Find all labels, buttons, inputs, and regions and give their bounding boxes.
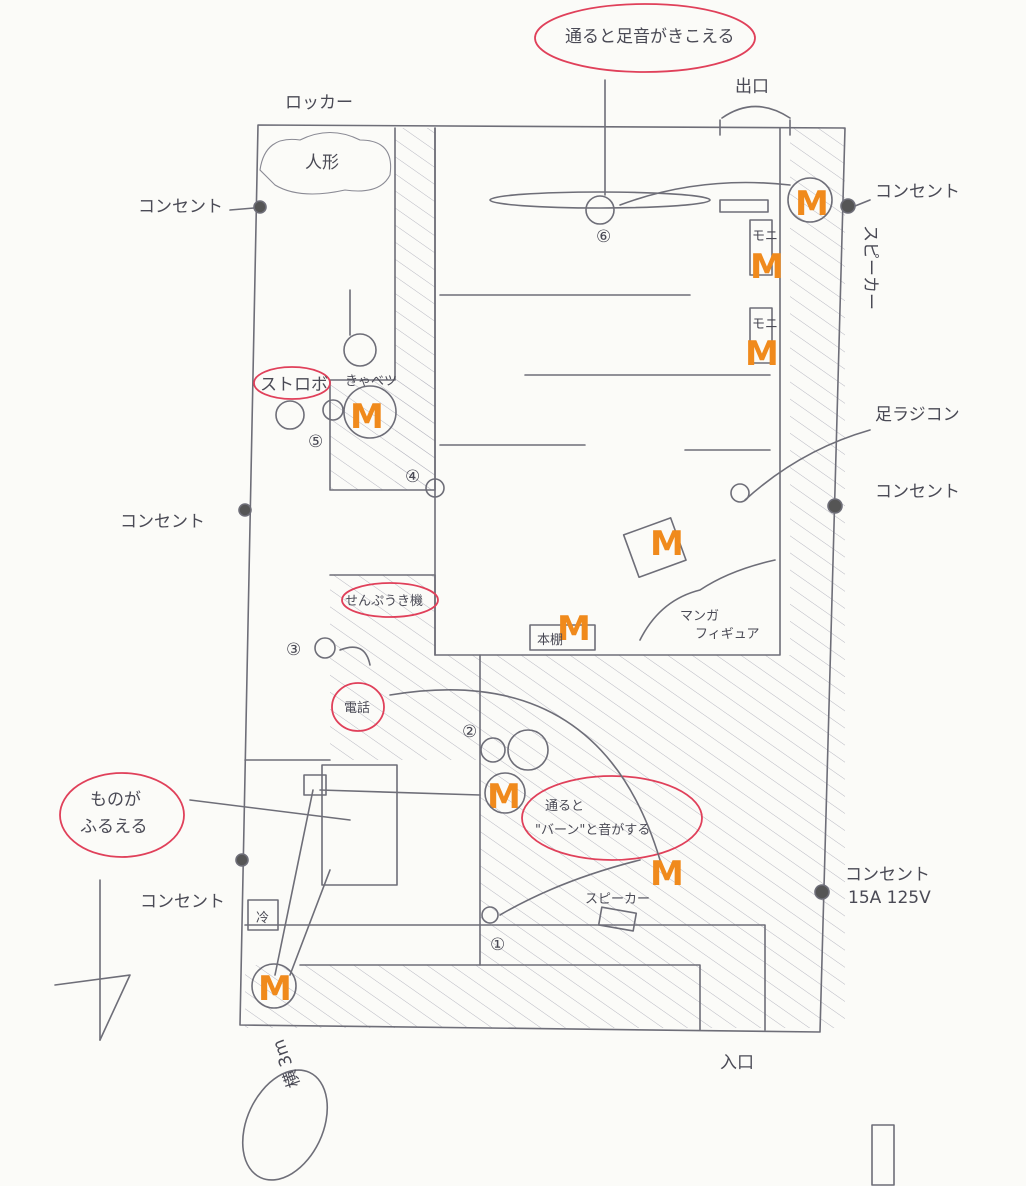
marker-m[interactable]: M — [350, 397, 384, 437]
number-label: ④ — [405, 467, 420, 487]
marker-m[interactable]: M — [750, 247, 784, 287]
number-label: ⑤ — [308, 432, 323, 452]
number-label: ① — [490, 935, 505, 955]
footstep-bubble-text: 通ると足音がきこえる — [565, 27, 735, 47]
monitor-label: モニ — [752, 229, 778, 244]
speaker-label-right: スピーカー — [860, 225, 880, 310]
outlet-label: コンセント — [875, 482, 960, 502]
exit-label: 出口 — [735, 77, 769, 97]
manga-label: マンガ — [680, 609, 719, 624]
bang-bubble — [521, 775, 703, 861]
marker-m[interactable]: M — [557, 609, 591, 649]
marker-m[interactable]: M — [650, 524, 684, 564]
fan-label: せんぷうき機 — [345, 594, 423, 609]
entrance-label: 入口 — [720, 1053, 754, 1073]
outer-wall — [239, 124, 846, 1033]
number-label: ② — [462, 722, 477, 742]
number-label: ⑥ — [596, 227, 611, 247]
outlet-rating: 15A 125V — [848, 888, 931, 908]
speaker-label-bottom: スピーカー — [585, 892, 650, 907]
marker-m[interactable]: M — [487, 777, 521, 817]
ceiling-fan — [489, 181, 791, 225]
shake-bubble-text: ものが — [90, 790, 141, 810]
cabbage-label: きゃべツ — [345, 374, 397, 389]
foot-switch-label: 足ラジコン — [875, 405, 960, 425]
shake-bubble — [59, 772, 185, 858]
scale-label: 横 3m — [269, 1037, 305, 1091]
marker-m[interactable]: M — [745, 334, 779, 374]
fridge-label: 冷 — [256, 911, 269, 926]
bang-bubble-text: "バーン"と音がする — [535, 822, 650, 838]
footstep-bubble — [534, 3, 756, 73]
figure-label: フィギュア — [695, 627, 759, 642]
marker-m[interactable]: M — [650, 854, 684, 894]
outlet-label: コンセント — [875, 182, 960, 202]
locker-label: ロッカー — [285, 93, 353, 113]
number-label: ③ — [286, 640, 301, 660]
interior-walls — [244, 105, 791, 1031]
shake-bubble-text: ふるえる — [80, 817, 148, 837]
outlet-label: コンセント — [120, 512, 205, 532]
outlet-label: コンセント — [138, 197, 223, 217]
doll-label: 人形 — [305, 153, 339, 173]
effect-markers: M M M M M M M M M — [258, 184, 829, 1009]
strobe-label: ストロボ — [260, 375, 328, 395]
monitor-label: モニ — [752, 317, 778, 332]
bang-bubble-text: 通ると — [545, 799, 584, 814]
phone-label: 電話 — [344, 700, 370, 716]
outlet-label: コンセント — [845, 865, 930, 885]
outlet-label: コンセント — [140, 892, 225, 912]
hatched-walls — [245, 128, 845, 1028]
marker-m[interactable]: M — [258, 969, 292, 1009]
bookshelf-label: 本棚 — [537, 633, 563, 648]
